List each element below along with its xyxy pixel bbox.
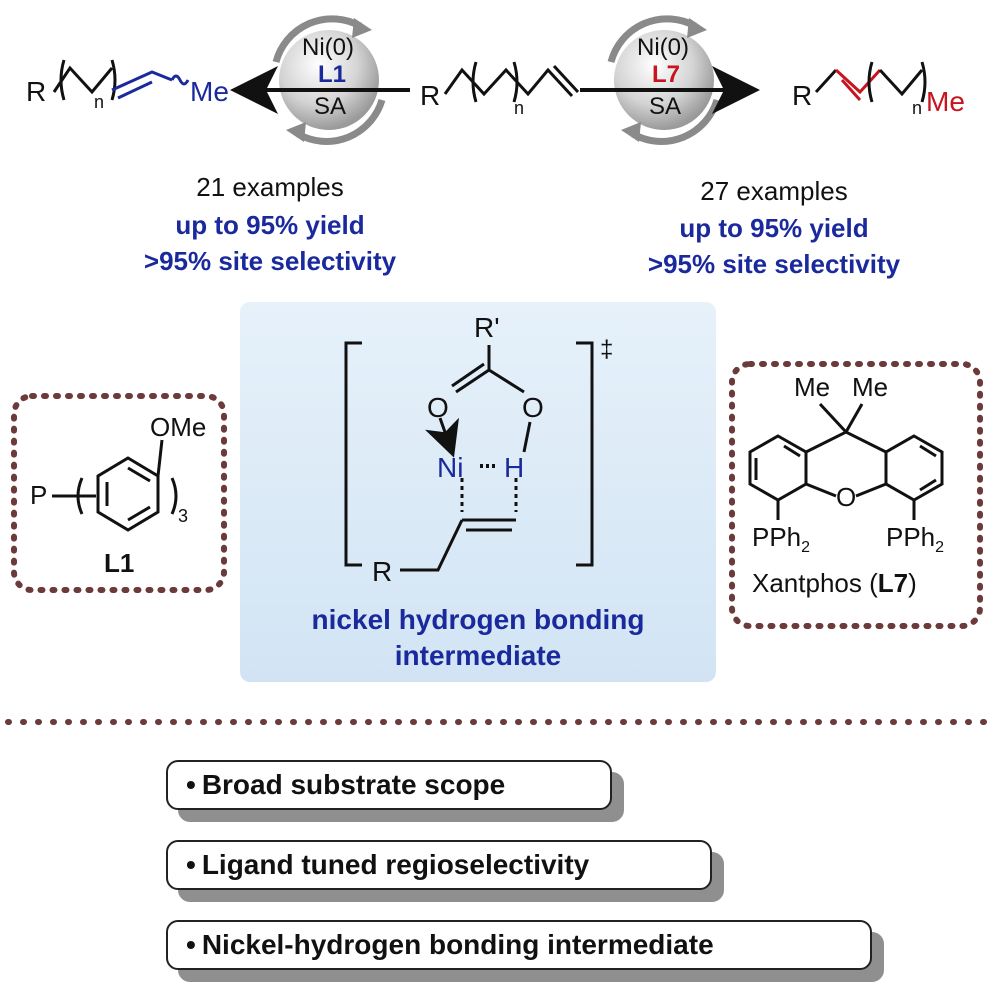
xantphos-pph2-left: PPh2 bbox=[752, 522, 811, 557]
bullet-icon: • bbox=[186, 769, 196, 800]
intermediate-caption-line2: intermediate bbox=[394, 640, 562, 671]
left-catalyst-ni: Ni(0) bbox=[302, 34, 354, 61]
intermediate-o-right: O bbox=[522, 392, 544, 423]
right-product-n: n bbox=[912, 98, 923, 118]
left-product-r: R bbox=[26, 76, 47, 107]
feature-text: Broad substrate scope bbox=[201, 769, 506, 800]
bullet-icon: • bbox=[186, 849, 196, 880]
intermediate-structure bbox=[400, 345, 532, 572]
substrate-n: n bbox=[514, 98, 525, 118]
left-product-me: Me bbox=[190, 76, 229, 107]
left-catalyst-ligand: L1 bbox=[318, 61, 347, 88]
right-yield: up to 95% yield bbox=[679, 213, 869, 243]
feature-box-ligand-tuned: • Ligand tuned regioselectivity bbox=[166, 840, 712, 890]
xantphos-pph2-right: PPh2 bbox=[886, 522, 945, 557]
intermediate-ni: Ni bbox=[437, 452, 464, 483]
right-catalyst-ligand: L7 bbox=[652, 61, 681, 88]
feature-box-broad-scope: • Broad substrate scope bbox=[166, 760, 612, 810]
right-product-me: Me bbox=[926, 86, 965, 117]
right-product-structure bbox=[814, 61, 927, 103]
left-catalyst-sa: SA bbox=[314, 93, 347, 120]
ts-brackets bbox=[344, 341, 594, 567]
bullet-icon: • bbox=[186, 929, 196, 960]
left-selectivity: >95% site selectivity bbox=[143, 246, 397, 276]
feature-text: Ligand tuned regioselectivity bbox=[201, 849, 590, 880]
right-catalyst-sa: SA bbox=[649, 93, 682, 120]
left-product-structure bbox=[52, 59, 190, 101]
right-product-r: R bbox=[792, 80, 813, 111]
intermediate-o-left: O bbox=[427, 392, 449, 423]
xantphos-me-right: Me bbox=[852, 372, 889, 402]
left-product-n: n bbox=[94, 92, 105, 112]
intermediate-h: H bbox=[504, 452, 525, 483]
transition-state-dagger: ‡ bbox=[600, 336, 614, 363]
xantphos-me-left: Me bbox=[794, 372, 831, 402]
xantphos-name: Xantphos (L7) bbox=[752, 568, 917, 598]
right-selectivity: >95% site selectivity bbox=[647, 249, 901, 279]
right-catalyst-sphere bbox=[607, 15, 721, 145]
xantphos-ligand-box bbox=[729, 361, 983, 629]
l1-subscript-3: 3 bbox=[178, 506, 189, 526]
substrate-r: R bbox=[420, 80, 441, 111]
intermediate-caption-line1: nickel hydrogen bonding bbox=[311, 604, 645, 635]
l1-ligand-box bbox=[11, 393, 227, 593]
left-examples: 21 examples bbox=[196, 172, 344, 202]
substrate-structure bbox=[443, 61, 580, 103]
xantphos-oxygen: O bbox=[836, 482, 857, 512]
feature-box-nickel-hydrogen: • Nickel-hydrogen bonding intermediate bbox=[166, 920, 872, 970]
right-catalyst-ni: Ni(0) bbox=[637, 34, 689, 61]
l1-structure bbox=[52, 439, 178, 532]
right-examples: 27 examples bbox=[700, 176, 848, 206]
xantphos-structure bbox=[748, 402, 944, 520]
l1-ome: OMe bbox=[150, 412, 207, 442]
intermediate-r-prime: R' bbox=[474, 312, 500, 343]
left-catalyst-sphere bbox=[272, 15, 386, 145]
left-yield: up to 95% yield bbox=[175, 210, 365, 240]
l1-label: L1 bbox=[104, 548, 135, 578]
l1-p: P bbox=[30, 480, 48, 510]
feature-text: Nickel-hydrogen bonding intermediate bbox=[201, 929, 714, 960]
intermediate-r: R bbox=[372, 556, 393, 587]
intermediate-panel bbox=[240, 302, 716, 682]
